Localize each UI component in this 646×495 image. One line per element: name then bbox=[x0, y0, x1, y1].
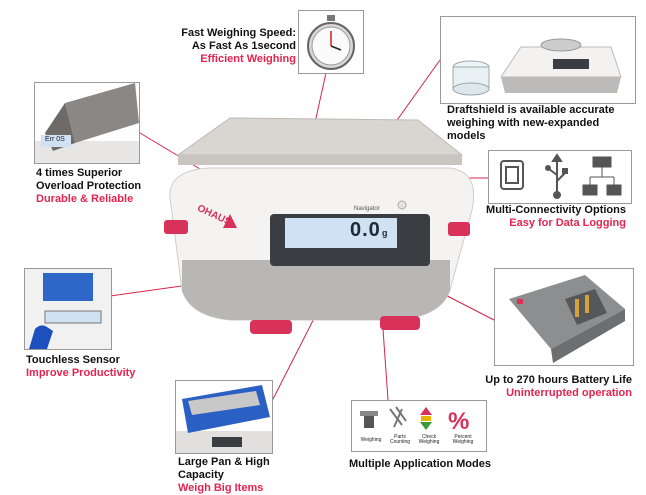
speed-title-1: Fast Weighing Speed: bbox=[181, 27, 296, 39]
mode-label-percent-weighing: Percent Weighing bbox=[452, 434, 474, 445]
connectivity-sub: Easy for Data Logging bbox=[509, 217, 626, 229]
overload-thumbnail bbox=[34, 82, 140, 164]
battery-title: Up to 270 hours Battery Life bbox=[485, 374, 632, 386]
draftshield-title-1: Draftshield is available accurate bbox=[447, 104, 615, 116]
speed-caption: Fast Weighing Speed: As Fast As 1second … bbox=[150, 27, 296, 66]
overload-block-image bbox=[35, 83, 139, 163]
mode-label-weighing: Weighing bbox=[360, 437, 382, 443]
draftshield-title-2: weighing with new-expanded models bbox=[447, 117, 600, 142]
battery-compartment-image bbox=[509, 275, 625, 363]
pan-sub: Weigh Big Items bbox=[178, 482, 264, 494]
pan-thumbnail bbox=[175, 380, 273, 454]
connectivity-icons bbox=[500, 153, 622, 199]
stopwatch-thumbnail bbox=[298, 10, 364, 74]
mode-label-check-weighing: Check Weighing bbox=[418, 434, 440, 445]
battery-sub: Uninterrupted operation bbox=[506, 387, 632, 399]
touchless-thumbnail bbox=[24, 268, 112, 350]
draftshield-thumbnail bbox=[440, 16, 636, 104]
overload-display-text: Err 0S bbox=[45, 136, 65, 143]
battery-caption: Up to 270 hours Battery Life Uninterrupt… bbox=[456, 374, 632, 400]
usb-icon bbox=[545, 153, 568, 199]
draftshield-scale-image bbox=[452, 38, 622, 96]
serial-port-icon bbox=[500, 160, 524, 190]
pan-title: Large Pan & High Capacity bbox=[178, 456, 270, 481]
modes-caption: Multiple Application Modes bbox=[349, 458, 509, 471]
overload-caption: 4 times Superior Overload Protection Dur… bbox=[36, 167, 166, 206]
connectivity-thumbnail bbox=[488, 150, 632, 204]
modes-thumbnail: % Weighing Parts Counting Check Weighing… bbox=[351, 400, 487, 452]
touchless-hand-image bbox=[25, 269, 111, 349]
scale-display-unit: g bbox=[382, 228, 388, 238]
touchless-caption: Touchless Sensor Improve Productivity bbox=[26, 354, 166, 380]
draftshield-caption: Draftshield is available accurate weighi… bbox=[447, 104, 637, 143]
pan-caption: Large Pan & High Capacity Weigh Big Item… bbox=[178, 456, 318, 495]
modes-title: Multiple Application Modes bbox=[349, 458, 491, 470]
touchless-title: Touchless Sensor bbox=[26, 354, 120, 366]
pan-bin-image bbox=[176, 385, 272, 453]
percent-weighing-icon: % bbox=[448, 408, 469, 435]
scale-illustration bbox=[164, 117, 475, 334]
weighing-icon bbox=[360, 411, 378, 428]
speed-sub: Efficient Weighing bbox=[200, 53, 296, 65]
check-weighing-icon bbox=[420, 407, 432, 430]
stopwatch-icon bbox=[307, 15, 355, 70]
connectivity-caption: Multi-Connectivity Options Easy for Data… bbox=[466, 204, 626, 230]
network-icon bbox=[582, 156, 622, 196]
mode-label-parts-counting: Parts Counting bbox=[389, 434, 410, 445]
speed-title-2: As Fast As 1second bbox=[191, 40, 296, 52]
touchless-sub: Improve Productivity bbox=[26, 367, 136, 379]
battery-thumbnail bbox=[494, 268, 634, 366]
overload-sub: Durable & Reliable bbox=[36, 193, 134, 205]
parts-counting-icon bbox=[389, 406, 407, 428]
modes-icons: % bbox=[360, 406, 469, 435]
scale-display-value: 0.0 bbox=[350, 219, 381, 241]
overload-title-2: Overload Protection bbox=[36, 180, 142, 192]
connectivity-title: Multi-Connectivity Options bbox=[486, 204, 626, 216]
overload-title-1: 4 times Superior bbox=[36, 167, 123, 179]
scale-model-label: Navigator bbox=[354, 206, 380, 212]
